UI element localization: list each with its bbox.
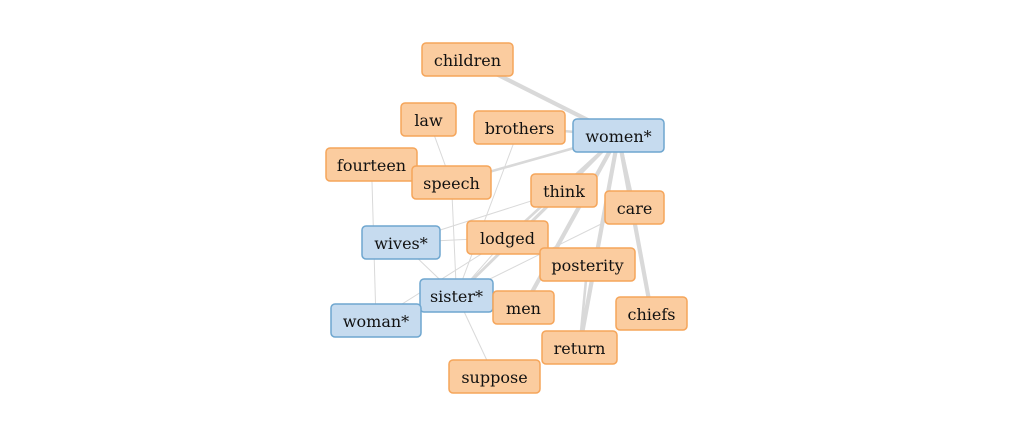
node-woman[interactable]: woman* [330, 303, 422, 338]
node-women[interactable]: women* [572, 118, 665, 153]
node-label-speech: speech [423, 174, 480, 193]
node-box-law [400, 102, 457, 137]
node-label-brothers: brothers [485, 119, 555, 138]
node-wives[interactable]: wives* [361, 225, 441, 260]
node-brothers[interactable]: brothers [473, 110, 566, 145]
node-box-care [604, 190, 665, 225]
node-label-wives: wives* [374, 234, 428, 253]
node-box-brothers [473, 110, 566, 145]
node-box-think [530, 173, 598, 208]
node-box-children [421, 42, 514, 77]
node-lodged[interactable]: lodged [466, 220, 549, 255]
node-label-return: return [554, 339, 606, 358]
node-think[interactable]: think [530, 173, 598, 208]
node-label-posterity: posterity [551, 256, 623, 275]
node-label-lodged: lodged [480, 229, 535, 248]
node-label-women: women* [585, 127, 651, 146]
node-label-children: children [434, 51, 501, 70]
node-box-return [541, 330, 618, 365]
node-sister[interactable]: sister* [419, 278, 494, 313]
node-box-men [492, 290, 555, 325]
node-label-fourteen: fourteen [337, 156, 406, 175]
node-box-woman [330, 303, 422, 338]
node-label-sister: sister* [430, 287, 483, 306]
node-box-chiefs [615, 296, 688, 331]
node-suppose[interactable]: suppose [448, 359, 541, 394]
node-children[interactable]: children [421, 42, 514, 77]
node-law[interactable]: law [400, 102, 457, 137]
node-layer: children law brothers women* fourteen speech t… [325, 42, 688, 394]
edge-women-men [521, 133, 621, 310]
node-box-speech [411, 165, 492, 200]
node-chiefs[interactable]: chiefs [615, 296, 688, 331]
node-speech[interactable]: speech [411, 165, 492, 200]
node-care[interactable]: care [604, 190, 665, 225]
node-label-chiefs: chiefs [628, 305, 676, 324]
node-fourteen[interactable]: fourteen [325, 147, 418, 182]
node-return[interactable]: return [541, 330, 618, 365]
node-box-posterity [539, 247, 636, 282]
node-posterity[interactable]: posterity [539, 247, 636, 282]
node-box-wives [361, 225, 441, 260]
node-label-law: law [414, 111, 443, 130]
node-label-men: men [506, 299, 541, 318]
node-label-woman: woman* [343, 312, 409, 331]
node-box-women [572, 118, 665, 153]
edge-women-return [577, 133, 621, 350]
node-box-suppose [448, 359, 541, 394]
node-box-lodged [466, 220, 549, 255]
node-label-care: care [617, 199, 653, 218]
edge-speech-sister [451, 182, 457, 296]
node-label-suppose: suppose [461, 368, 527, 387]
node-box-fourteen [325, 147, 418, 182]
edge-brothers-sister [456, 127, 520, 296]
node-men[interactable]: men [492, 290, 555, 325]
node-label-think: think [543, 182, 585, 201]
